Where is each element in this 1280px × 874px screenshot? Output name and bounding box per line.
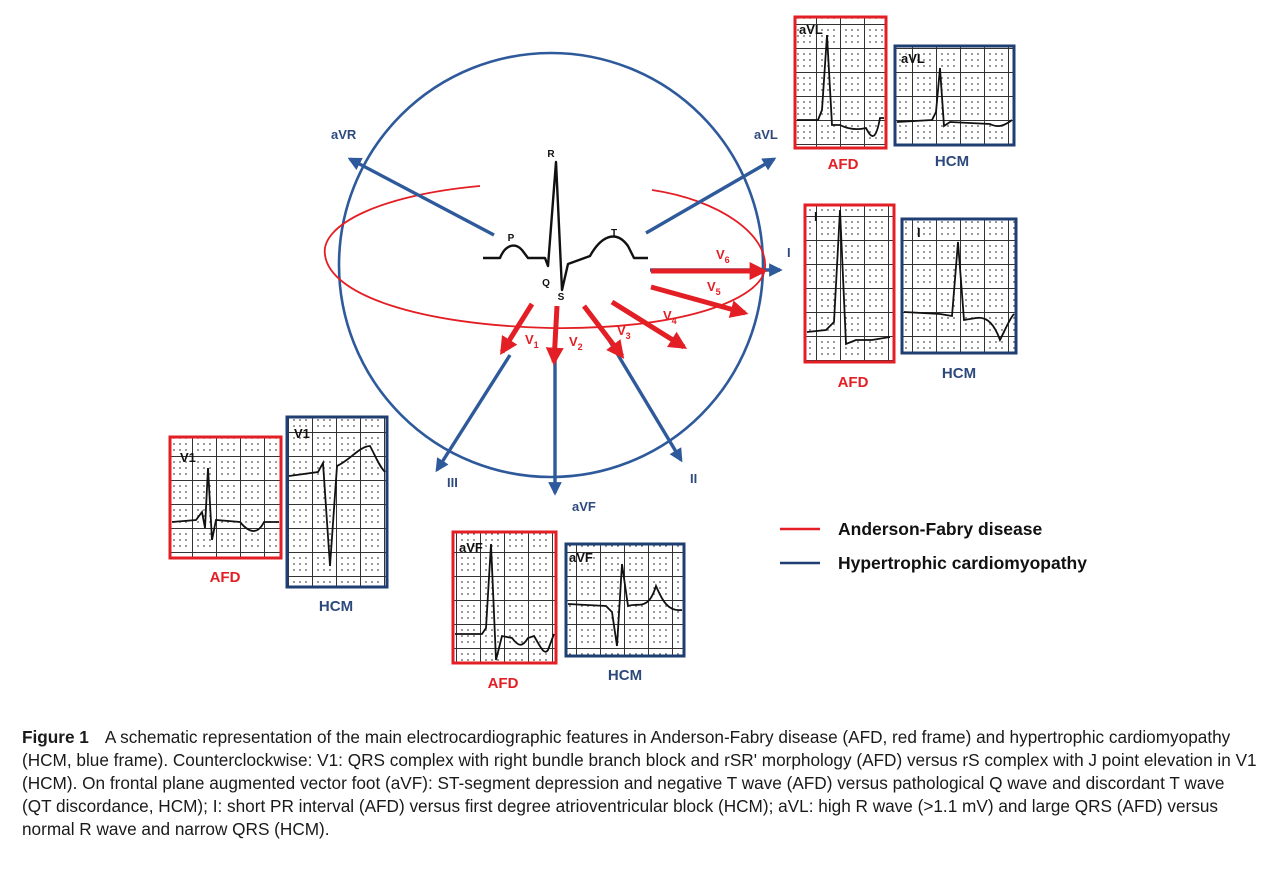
legend-label-hcm: Hypertrophic cardiomyopathy — [838, 553, 1087, 573]
arrow-avl — [645, 157, 777, 235]
trace-v1-hcm — [288, 445, 386, 567]
wave-label-p: P — [508, 233, 515, 244]
lead-label-ii: II — [690, 471, 697, 486]
panel-label-avl-hcm: HCM — [935, 153, 969, 170]
trace-i-hcm — [903, 241, 1015, 343]
panel-i-afd: I AFD — [803, 203, 896, 391]
wave-label-t: T — [611, 228, 617, 239]
lead-tag-avf-afd: aVF — [459, 540, 483, 555]
panel-avf-hcm: aVF HCM — [564, 542, 686, 684]
lead-label-avl: aVL — [754, 127, 778, 142]
horizontal-plane-ellipse — [323, 185, 766, 329]
lead-label-v6: V6 — [716, 247, 730, 265]
precordial-lead-arrows — [499, 262, 768, 366]
panel-avf-afd: aVF AFD — [451, 530, 558, 692]
lead-tag-avl-afd: aVL — [799, 22, 823, 37]
panel-v1-hcm: V1 HCM — [285, 415, 389, 615]
panel-label-avf-hcm: HCM — [608, 667, 642, 684]
lead-tag-i-afd: I — [814, 209, 818, 224]
lead-tag-i-hcm: I — [917, 225, 921, 240]
panel-avl-hcm: aVL HCM — [893, 44, 1016, 170]
arrow-v3 — [582, 304, 625, 359]
trace-i-afd — [806, 209, 891, 346]
panel-v1-afd: V1 AFD — [168, 435, 283, 586]
wave-label-s: S — [558, 292, 565, 303]
arrow-v1 — [499, 302, 535, 356]
wave-label-r: R — [547, 149, 555, 160]
frontal-plane-circle — [337, 51, 765, 479]
lead-tag-v1-hcm: V1 — [294, 426, 310, 441]
lead-label-iii: III — [447, 475, 458, 490]
lead-label-avr: aVR — [331, 127, 357, 142]
trace-avf-afd — [455, 543, 555, 661]
lead-label-v4: V4 — [663, 308, 677, 326]
panel-i-hcm: I HCM — [900, 217, 1018, 382]
arrow-avr — [347, 157, 495, 237]
legend-label-afd: Anderson-Fabry disease — [838, 519, 1042, 539]
panel-label-v1-afd: AFD — [210, 569, 241, 586]
lead-tag-avl-hcm: aVL — [901, 51, 925, 66]
panel-label-avf-afd: AFD — [488, 675, 519, 692]
ecg-diagram: R P T Q S aVR aVL I II aVF III V1 V2 V3 … — [168, 15, 1087, 692]
wave-label-q: Q — [542, 278, 550, 289]
legend: Anderson-Fabry disease Hypertrophic card… — [780, 519, 1087, 573]
lead-label-avf: aVF — [572, 499, 596, 514]
lead-label-v1: V1 — [525, 332, 539, 350]
panel-label-i-hcm: HCM — [942, 365, 976, 382]
arrow-v2 — [545, 305, 564, 366]
lead-label-v5: V5 — [707, 279, 721, 297]
panel-label-i-afd: AFD — [838, 374, 869, 391]
lead-tag-avf-hcm: aVF — [569, 550, 593, 565]
arrow-iii — [435, 354, 512, 473]
caption-text: A schematic representation of the main e… — [22, 727, 1257, 839]
panel-label-avl-afd: AFD — [828, 156, 859, 173]
arrow-v5 — [650, 284, 749, 318]
trace-v1-afd — [171, 467, 279, 541]
lead-label-v2: V2 — [569, 334, 583, 352]
trace-avl-afd — [797, 34, 884, 137]
lead-label-v3: V3 — [617, 323, 631, 341]
figure-label: Figure 1 — [22, 727, 89, 747]
trace-avl-hcm — [896, 67, 1013, 128]
lead-tag-v1-afd: V1 — [180, 450, 196, 465]
arrow-v4 — [610, 299, 688, 350]
panel-label-v1-hcm: HCM — [319, 598, 353, 615]
lead-label-i: I — [787, 245, 791, 260]
panel-avl-afd: aVL AFD — [793, 15, 888, 173]
central-ecg-trace — [483, 160, 648, 292]
trace-avf-hcm — [567, 563, 683, 647]
